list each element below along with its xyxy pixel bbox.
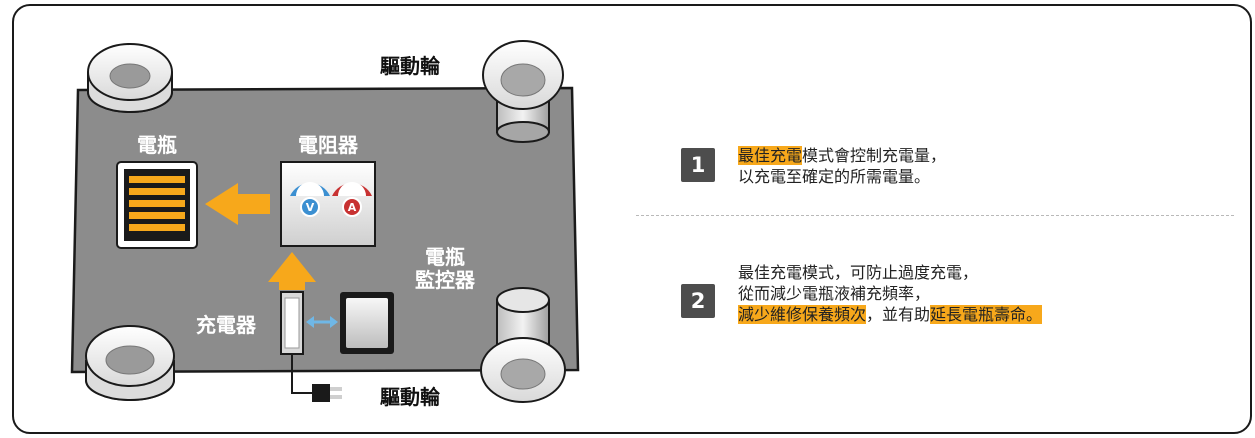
arrow-up-icon	[268, 252, 316, 290]
drive-wheel-top-left	[87, 43, 173, 113]
drive-wheel-bottom-right	[480, 287, 566, 403]
double-arrow-icon	[306, 316, 338, 328]
note-number-badge-1: 1	[681, 148, 715, 182]
drive-wheel-label-top: 驅動輪	[380, 54, 441, 78]
resistor-icon: V A	[280, 161, 376, 247]
battery-monitor-label-line2: 監控器	[415, 268, 476, 292]
note-2-line-2: 從而減少電瓶液補充頻率，	[738, 284, 931, 303]
resistor-label: 電阻器	[298, 133, 359, 157]
ammeter-letter: A	[348, 201, 357, 214]
note-2-line-3-mid: ，並有助	[866, 305, 931, 324]
battery-label: 電瓶	[137, 133, 177, 157]
battery-monitor-icon	[340, 292, 394, 354]
charger-icon	[280, 291, 304, 355]
power-plug-icon	[291, 354, 342, 402]
charger-label: 充電器	[196, 313, 257, 337]
battery-icon	[116, 161, 198, 249]
note-2-line-3: 減少維修保養頻次，並有助延長電瓶壽命。	[738, 304, 1043, 325]
note-1: 最佳充電模式會控制充電量， 以充電至確定的所需電量。	[738, 145, 946, 187]
note-2: 最佳充電模式，可防止過度充電， 從而減少電瓶液補充頻率， 減少維修保養頻次，並有…	[738, 262, 1043, 325]
note-1-line-2: 以充電至確定的所需電量。	[738, 167, 931, 186]
drive-wheel-label-bottom: 驅動輪	[380, 385, 441, 409]
battery-monitor-label-line1: 電瓶	[425, 245, 465, 269]
drive-wheel-top-right	[482, 40, 564, 143]
note-number-badge-2: 2	[681, 284, 715, 318]
arrow-left-icon	[205, 183, 270, 225]
note-2-highlight-2: 延長電瓶壽命。	[930, 305, 1043, 324]
dashed-divider	[636, 215, 1234, 216]
charging-system-diagram: V A 驅動輪 驅動輪 電瓶 電阻器 電瓶 監控器 充電器	[70, 40, 580, 409]
note-1-line-1-rest: 模式會控制充電量，	[802, 146, 947, 165]
drive-wheel-bottom-left	[85, 325, 175, 401]
note-2-highlight-1: 減少維修保養頻次	[738, 305, 867, 324]
note-2-line-1: 最佳充電模式，可防止過度充電，	[738, 263, 979, 282]
note-1-line-1: 最佳充電模式會控制充電量，	[738, 145, 946, 166]
note-1-highlight: 最佳充電	[738, 146, 803, 165]
voltmeter-letter: V	[306, 201, 315, 214]
